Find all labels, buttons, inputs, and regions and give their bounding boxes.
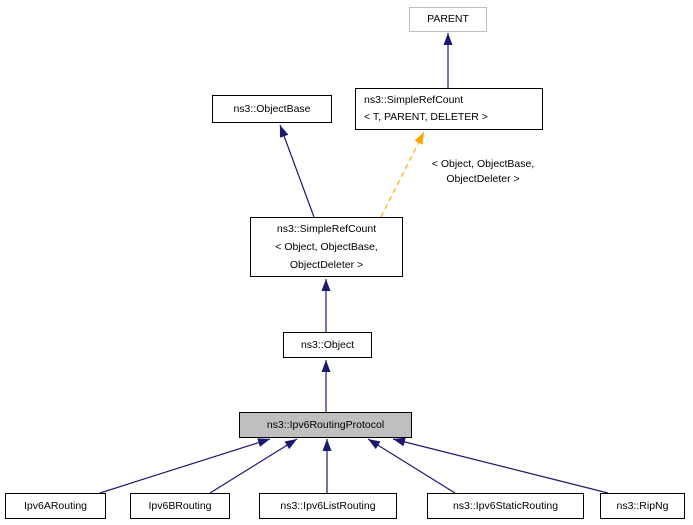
node-objectbase[interactable]: ns3::ObjectBase <box>212 95 332 123</box>
edge-simplerefcount-object-to-objectbase <box>279 124 315 218</box>
node-parent-label: PARENT <box>427 13 469 25</box>
edge-ripng-to-ipv6routingprotocol <box>392 437 609 494</box>
node-ipv6arouting-label: Ipv6ARouting <box>23 499 88 512</box>
node-ipv6routingprotocol-label: ns3::Ipv6RoutingProtocol <box>266 418 385 431</box>
node-objectbase-label: ns3::ObjectBase <box>233 102 311 115</box>
node-ipv6staticrouting[interactable]: ns3::Ipv6StaticRouting <box>427 493 584 519</box>
template-args-line2: ObjectDeleter > <box>446 173 520 185</box>
node-ipv6brouting[interactable]: Ipv6BRouting <box>130 493 230 519</box>
node-ripng[interactable]: ns3::RipNg <box>600 493 685 519</box>
node-ipv6brouting-label: Ipv6BRouting <box>148 499 212 512</box>
template-args-line1: < Object, ObjectBase, <box>431 158 535 170</box>
node-ipv6routingprotocol: ns3::Ipv6RoutingProtocol <box>239 412 412 438</box>
node-simplerefcount-template-line2: < T, PARENT, DELETER > <box>364 111 488 123</box>
node-ipv6staticrouting-label: ns3::Ipv6StaticRouting <box>452 499 559 512</box>
edge-ipv6arouting-to-ipv6routingprotocol <box>99 438 271 494</box>
node-ipv6listrouting[interactable]: ns3::Ipv6ListRouting <box>259 493 397 519</box>
node-simplerefcount-template[interactable]: ns3::SimpleRefCount < T, PARENT, DELETER… <box>355 88 543 130</box>
node-parent: PARENT <box>409 7 487 32</box>
node-simplerefcount-template-line1: ns3::SimpleRefCount <box>364 94 464 106</box>
node-object-label: ns3::Object <box>300 338 355 351</box>
node-ripng-label: ns3::RipNg <box>616 499 669 512</box>
node-simplerefcount-object-line1: ns3::SimpleRefCount <box>276 223 377 235</box>
node-object[interactable]: ns3::Object <box>283 332 372 358</box>
node-simplerefcount-object-line3: ObjectDeleter > <box>289 259 364 271</box>
node-simplerefcount-object[interactable]: ns3::SimpleRefCount < Object, ObjectBase… <box>250 217 403 277</box>
node-ipv6arouting[interactable]: Ipv6ARouting <box>5 493 106 519</box>
edge-template-instantiation <box>380 131 425 218</box>
template-args-label: < Object, ObjectBase, ObjectDeleter > <box>398 157 568 187</box>
edge-ipv6staticrouting-to-ipv6routingprotocol <box>367 438 456 494</box>
edge-ipv6brouting-to-ipv6routingprotocol <box>209 438 298 494</box>
node-simplerefcount-object-line2: < Object, ObjectBase, <box>275 241 378 253</box>
node-ipv6listrouting-label: ns3::Ipv6ListRouting <box>280 499 376 512</box>
